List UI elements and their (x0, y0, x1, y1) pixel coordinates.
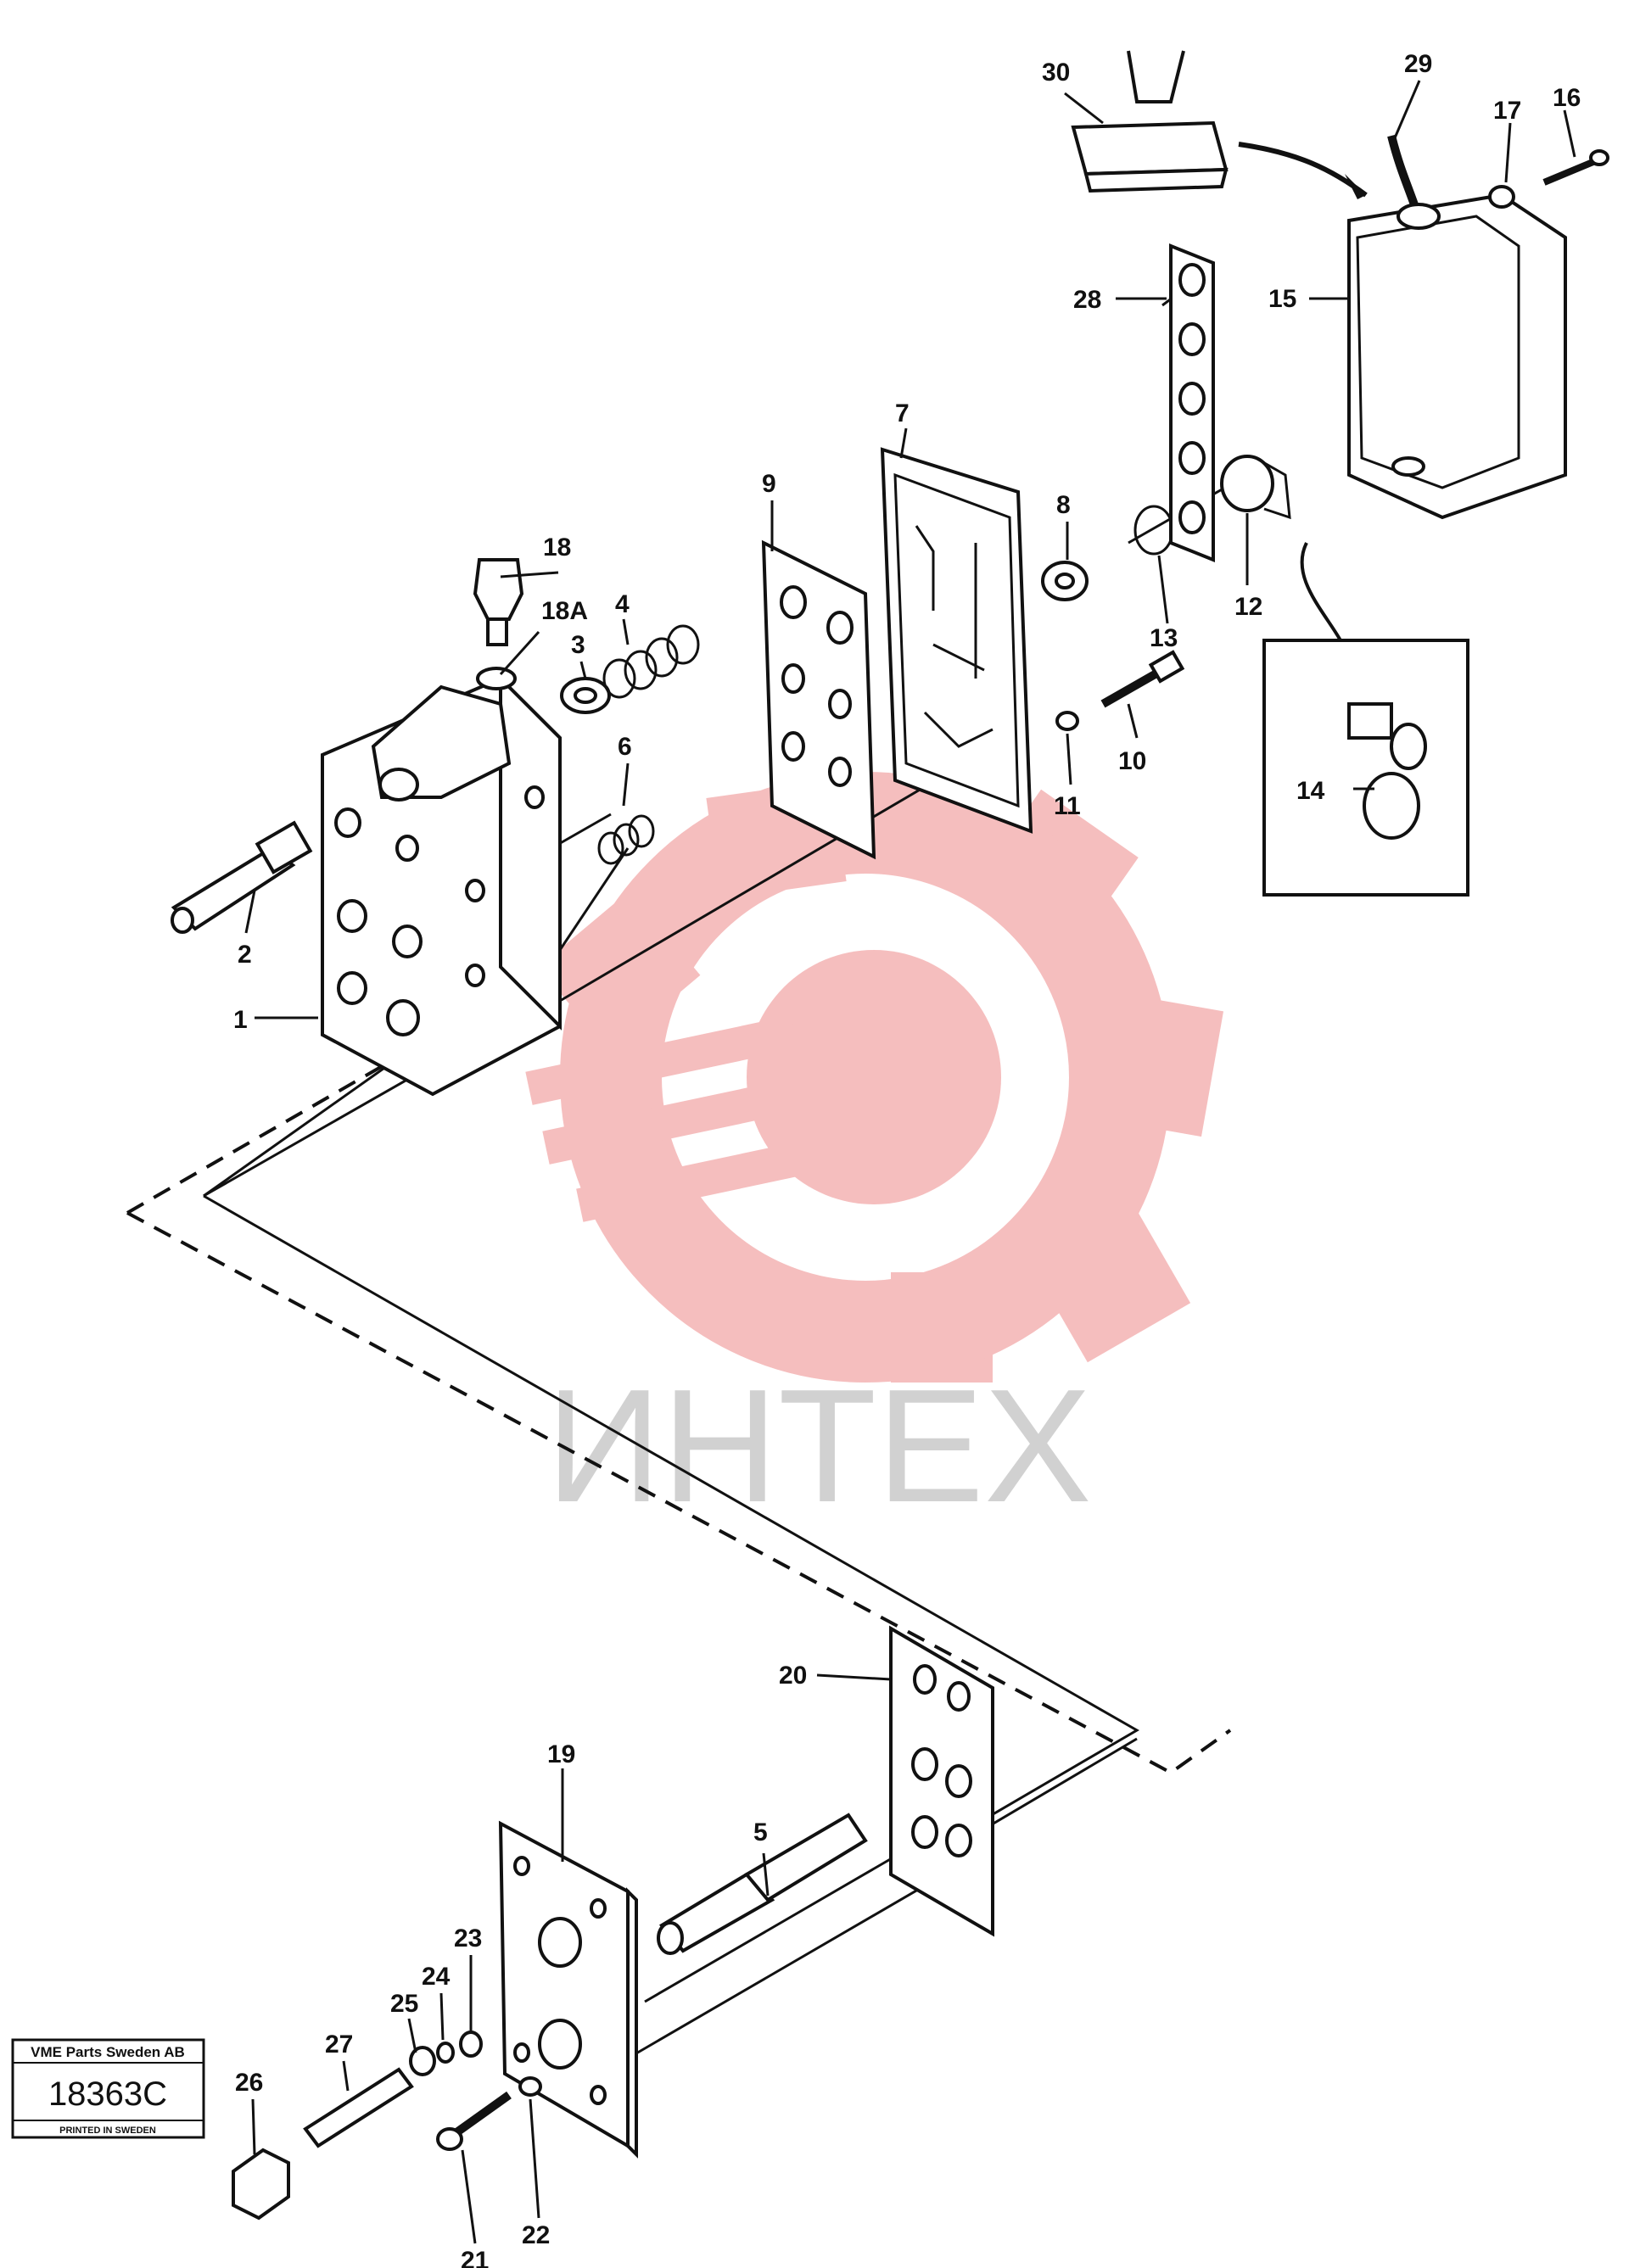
callout-20: 20 (779, 1662, 807, 1690)
parts-stamp: VME Parts Sweden AB 18363C PRINTED IN SW… (11, 2038, 205, 2139)
spring-4 (602, 624, 700, 699)
plug-18 (473, 558, 524, 646)
callout-labels: 1 2 3 4 5 6 7 8 9 10 11 12 13 14 15 16 1… (233, 50, 1581, 2268)
spool-2 (171, 820, 313, 934)
washer-11 (1055, 711, 1079, 731)
o-ring-23 (459, 2031, 483, 2058)
callout-3: 3 (571, 631, 585, 659)
o-ring-18a (476, 667, 517, 690)
callout-29: 29 (1404, 50, 1432, 78)
washer-24 (436, 2042, 455, 2064)
callout-1: 1 (233, 1006, 248, 1034)
callout-5: 5 (753, 1818, 768, 1846)
adapter-8 (1041, 561, 1089, 601)
valve-body (321, 674, 562, 1097)
callout-10: 10 (1118, 747, 1146, 775)
cable-29 (1387, 134, 1441, 230)
detail-box-14 (1262, 542, 1469, 897)
bracket-12 (1220, 455, 1291, 520)
plug-26 (232, 2148, 290, 2221)
spring-6 (597, 814, 655, 865)
cover-plate-19 (498, 1820, 638, 2159)
callout-17: 17 (1493, 97, 1521, 125)
callout-19: 19 (547, 1740, 575, 1768)
watermark-gear-icon (525, 772, 1224, 1383)
spring-seat-3 (560, 677, 611, 714)
connector-30 (1071, 50, 1368, 199)
junction-box-15 (1347, 193, 1567, 520)
callout-18a: 18A (541, 597, 588, 625)
stamp-company: VME Parts Sweden AB (31, 2044, 185, 2060)
callout-11: 11 (1054, 792, 1081, 820)
callout-28: 28 (1073, 286, 1101, 314)
callout-30: 30 (1042, 59, 1070, 87)
watermark: ИНТЕХ (525, 772, 1224, 1536)
pin-27 (303, 2067, 414, 2148)
o-ring-13 (1133, 505, 1174, 556)
callout-14: 14 (1296, 777, 1325, 805)
callout-16: 16 (1553, 84, 1581, 112)
callout-8: 8 (1056, 491, 1071, 519)
washer-25 (409, 2046, 436, 2076)
callout-27: 27 (325, 2031, 353, 2059)
cover-plate-7 (880, 447, 1033, 834)
callout-12: 12 (1234, 593, 1262, 621)
callout-18: 18 (543, 533, 571, 561)
gasket-20 (889, 1625, 994, 1937)
callout-24: 24 (422, 1963, 451, 1991)
callout-15: 15 (1268, 285, 1296, 313)
leader-lines (244, 80, 1576, 2244)
washer-17 (1488, 185, 1515, 209)
gasket-9 (761, 539, 876, 860)
stamp-footer: PRINTED IN SWEDEN (59, 2126, 156, 2136)
callout-9: 9 (762, 470, 776, 498)
screw-21 (436, 2091, 512, 2151)
stamp-number: 18363C (48, 2075, 167, 2113)
callout-23: 23 (454, 1924, 482, 1952)
callout-4: 4 (615, 590, 630, 618)
callout-2: 2 (238, 941, 252, 969)
spool-5 (657, 1813, 868, 1955)
bolt-16 (1542, 149, 1609, 186)
callout-22: 22 (522, 2221, 550, 2249)
watermark-text: ИНТЕХ (546, 1356, 1091, 1536)
callout-21: 21 (461, 2247, 489, 2268)
washer-22 (518, 2076, 542, 2097)
callout-6: 6 (618, 733, 632, 761)
callout-25: 25 (390, 1990, 418, 2018)
callout-7: 7 (895, 399, 910, 427)
callout-13: 13 (1150, 624, 1178, 652)
callout-26: 26 (235, 2069, 263, 2097)
screw-10 (1100, 650, 1185, 708)
strip-28 (1169, 243, 1215, 562)
